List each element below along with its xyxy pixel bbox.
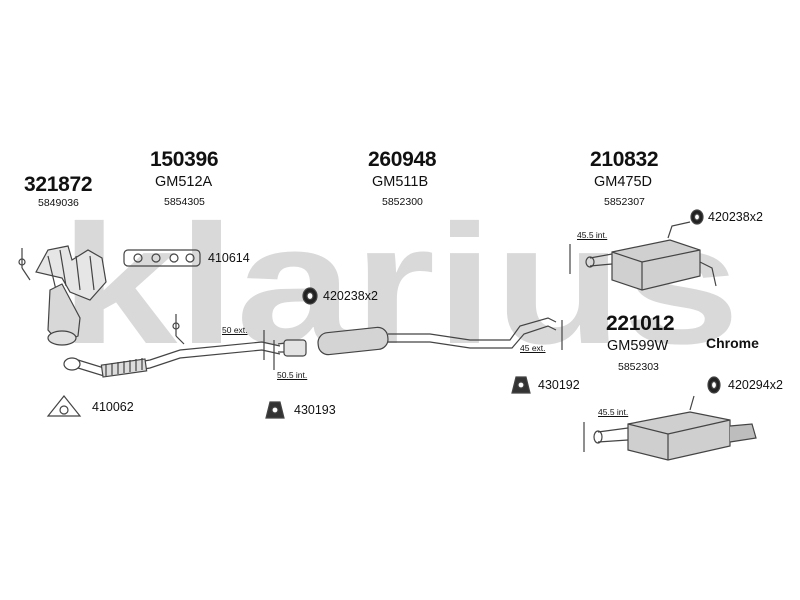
part-number-label: 210832: [590, 148, 659, 171]
part-number-label: 221012: [606, 312, 675, 335]
part-number-label: 150396: [150, 148, 219, 171]
watermark-text: klarius: [60, 215, 740, 365]
part-code-label: GM599W: [607, 338, 669, 354]
dimension-label: 50.5 int.: [277, 370, 308, 380]
oe-number-label: 5852300: [382, 196, 423, 208]
rear-silencer-chrome-drawing: [593, 395, 757, 461]
accessory-label: 410062: [92, 400, 134, 414]
rubber-mount-icon: [707, 376, 721, 394]
hanger-bracket-icon: [511, 376, 531, 394]
hanger-bracket-icon: [265, 401, 285, 419]
accessory-label: 410614: [208, 251, 250, 265]
part-code-label: GM512A: [155, 174, 213, 190]
brand-watermark: klarius: [60, 215, 740, 365]
oe-number-label: 5852307: [604, 196, 645, 208]
accessory-label: 420238x2: [708, 210, 763, 224]
dimension-markers: [263, 244, 585, 452]
dimension-label: 45 ext.: [520, 343, 546, 353]
variant-label: Chrome: [706, 335, 759, 351]
dimension-label: 45.5 int.: [598, 407, 629, 417]
oe-number-label: 5854305: [164, 196, 205, 208]
oe-number-label: 5849036: [38, 197, 79, 209]
rear-silencer-top-drawing: [585, 221, 717, 291]
triangle-gasket-icon: [46, 395, 82, 417]
dimension-label: 50 ext.: [222, 325, 248, 335]
rubber-mount-icon: [690, 209, 704, 225]
part-number-label: 260948: [368, 148, 437, 171]
manifold-gasket-icon: [123, 249, 201, 267]
rubber-mount-icon: [302, 287, 318, 305]
part-code-label: GM511B: [372, 174, 429, 190]
dimension-label: 45.5 int.: [577, 230, 608, 240]
manifold-catalyst-drawing: [18, 245, 107, 346]
accessory-label: 420238x2: [323, 289, 378, 303]
accessory-label: 430192: [538, 378, 580, 392]
middle-silencer-drawing: [277, 317, 557, 357]
accessory-label: 430193: [294, 403, 336, 417]
part-number-label: 321872: [24, 173, 93, 196]
accessory-label: 420294x2: [728, 378, 783, 392]
front-pipe-drawing: [63, 314, 281, 378]
part-code-label: GM475D: [594, 174, 653, 190]
oe-number-label: 5852303: [618, 361, 659, 373]
